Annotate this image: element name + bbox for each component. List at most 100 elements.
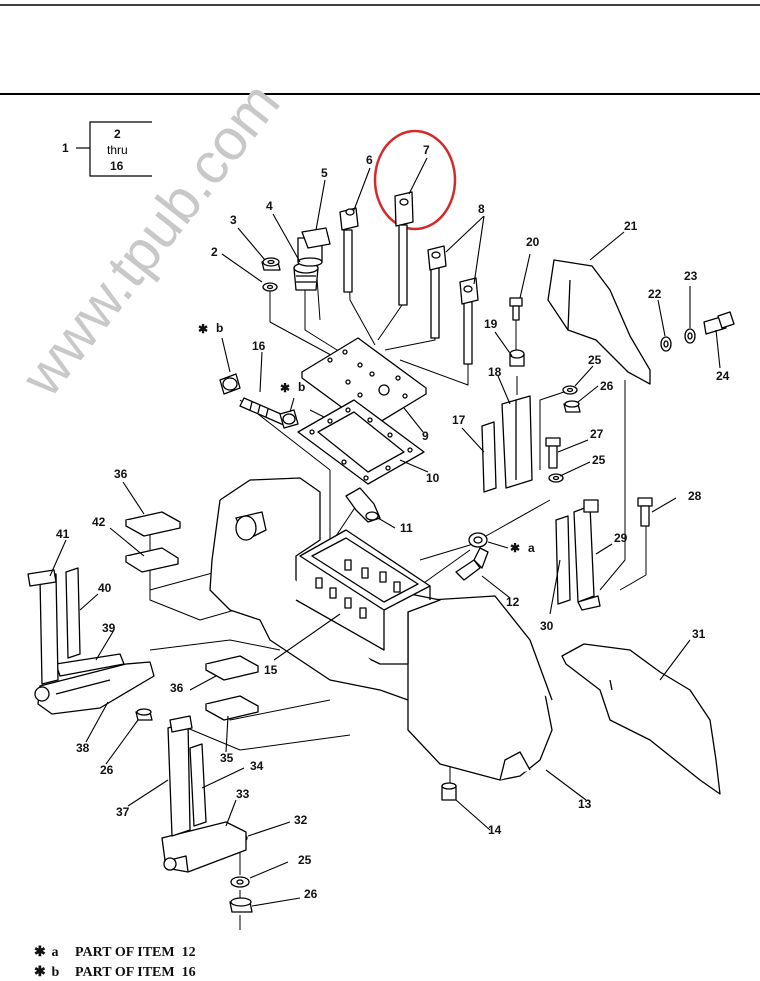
elbow-12: [455, 532, 489, 581]
washer-25-mid: [548, 473, 564, 483]
callout-22: 22: [648, 287, 662, 301]
callout-14: 14: [488, 823, 502, 837]
nut-26-top: [563, 400, 581, 413]
ref-marks: ✱ b ✱ b ✱ a: [198, 321, 535, 555]
clamp-29: [573, 499, 601, 611]
callout-40: 40: [98, 581, 112, 595]
index-item-label: 1: [62, 141, 69, 155]
callout-39: 39: [102, 621, 116, 635]
legend-star-b: ✱: [34, 965, 46, 980]
plate-34: [189, 743, 207, 827]
pad-36-lower: [205, 655, 259, 681]
housing-13: [407, 595, 553, 781]
pad-42: [125, 547, 179, 573]
callout-28: 28: [688, 489, 702, 503]
callout-2: 2: [211, 245, 218, 259]
callout-19: 19: [484, 317, 498, 331]
gasket-10: [297, 399, 425, 485]
callout-3: 3: [230, 213, 237, 227]
clamp-39: [55, 653, 125, 677]
ref-mark-star-1: ✱: [198, 322, 208, 336]
clamp-41: [27, 569, 59, 685]
callout-23: 23: [684, 269, 698, 283]
fitting-11: [345, 487, 381, 523]
leader-lines: [49, 157, 721, 907]
index-range-word: thru: [107, 143, 128, 157]
callout-29: 29: [614, 531, 628, 545]
callout-32: 32: [294, 813, 308, 827]
studs-15: [315, 559, 401, 619]
callout-15: 15: [264, 663, 278, 677]
callout-25-c: 25: [298, 853, 312, 867]
bolt-20: [509, 297, 523, 321]
callout-42: 42: [92, 515, 106, 529]
bolt-24: [703, 311, 735, 335]
probe-6: [339, 207, 359, 293]
callout-10: 10: [426, 471, 440, 485]
ref-mark-key-3: a: [528, 541, 535, 555]
washer-22: [660, 336, 672, 352]
callout-9: 9: [422, 429, 429, 443]
bracket-38: [34, 661, 155, 715]
callout-18: 18: [488, 365, 502, 379]
callout-20: 20: [526, 235, 540, 249]
index-range-start: 2: [114, 127, 121, 141]
ref-mark-star-2: ✱: [280, 381, 290, 395]
callout-26-a: 26: [600, 379, 614, 393]
callout-38: 38: [76, 741, 90, 755]
callout-41: 41: [56, 527, 70, 541]
callout-4: 4: [266, 199, 273, 213]
washer-26-left: [135, 708, 153, 721]
callout-8: 8: [478, 202, 485, 216]
legend-key-a: a: [51, 945, 59, 960]
callout-6: 6: [366, 153, 373, 167]
washer-2: [262, 282, 278, 292]
spacer-19: [509, 349, 525, 367]
legend-text-a: PART OF ITEM 12: [75, 945, 196, 960]
legend-item-b: ✱ b PART OF ITEM 16: [34, 964, 196, 981]
ref-mark-key-1: b: [216, 321, 223, 335]
shield-31: [561, 643, 721, 795]
bracket-21: [547, 259, 651, 385]
callout-13: 13: [578, 797, 592, 811]
highlight-circle: [373, 129, 457, 231]
probe-7: [394, 191, 414, 306]
clamp-37: [167, 715, 193, 837]
ref-mark-star-3: ✱: [510, 541, 520, 555]
callout-25-a: 25: [588, 353, 602, 367]
bolt-27: [545, 437, 561, 469]
nut-26-bottom: [229, 897, 253, 913]
legend-text-b: PART OF ITEM 16: [75, 965, 196, 980]
fitting-5: [297, 227, 331, 267]
washer-25-top: [562, 385, 578, 395]
callout-labels: 2 3 4 5 6 7 8 9 10 11 12 13 14 15 16 17 …: [56, 143, 730, 901]
strip-17: [481, 421, 497, 493]
callout-26-b: 26: [100, 763, 114, 777]
pad-36-upper: [125, 511, 181, 537]
legend-star-a: ✱: [34, 945, 46, 960]
strip-30: [555, 515, 571, 605]
lockwasher-23: [684, 328, 696, 344]
callout-16: 16: [252, 339, 266, 353]
plate-40: [65, 567, 81, 659]
drain-14: [441, 782, 457, 801]
ref-mark-key-2: b: [298, 380, 305, 394]
plug-4: [293, 262, 319, 291]
callout-24: 24: [716, 369, 730, 383]
index-range-end: 16: [110, 159, 124, 173]
callout-33: 33: [236, 787, 250, 801]
nut-3: [261, 257, 281, 271]
legend-key-b: b: [51, 965, 60, 980]
legend-item-a: ✱ a PART OF ITEM 12: [34, 944, 196, 961]
callout-36-a: 36: [114, 467, 128, 481]
bolt-28: [637, 497, 653, 527]
callout-36-b: 36: [170, 681, 184, 695]
pad-35: [205, 695, 259, 721]
callout-27: 27: [590, 427, 604, 441]
callout-11: 11: [400, 521, 413, 535]
callout-5: 5: [321, 166, 328, 180]
callout-25-b: 25: [592, 453, 606, 467]
callout-7: 7: [423, 143, 430, 157]
callout-21: 21: [624, 219, 638, 233]
